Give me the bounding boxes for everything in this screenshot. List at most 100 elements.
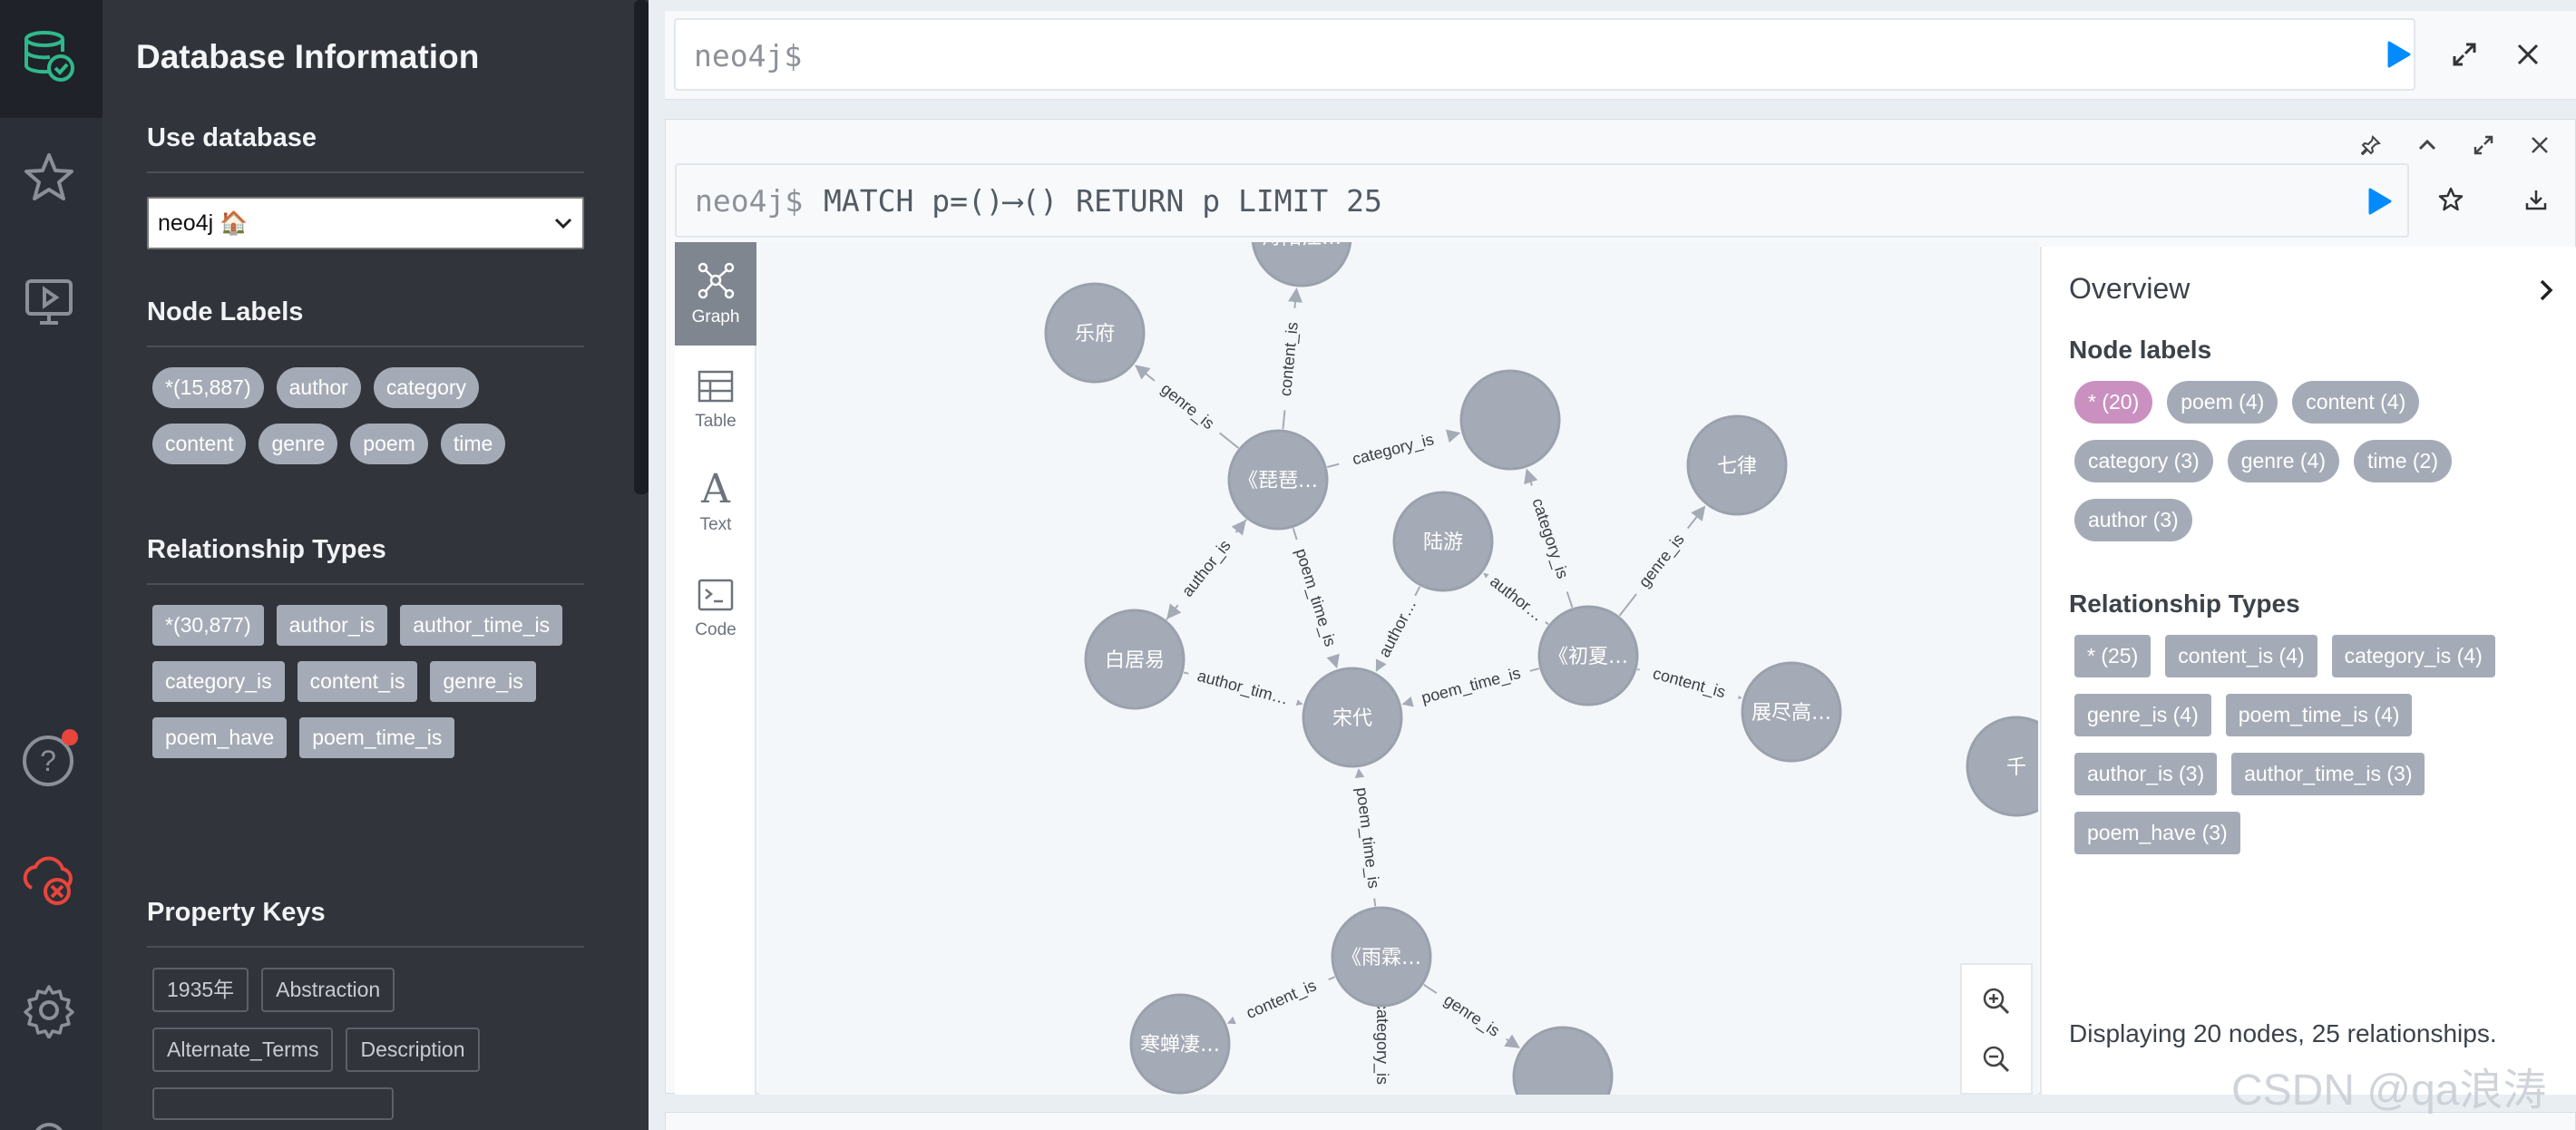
node-label-chip[interactable]: genre	[259, 424, 338, 464]
node-label-chip[interactable]: author	[276, 367, 361, 408]
graph-node-circle[interactable]	[1331, 906, 1432, 1008]
graph-node-circle[interactable]	[1251, 242, 1352, 287]
property-key-chip[interactable]: 1935年	[152, 968, 249, 1012]
frame-query-input[interactable]: neo4j$ MATCH p=()⟶() RETURN p LIMIT 25	[675, 163, 2409, 238]
graph-edge[interactable]: author…	[1481, 567, 1553, 629]
property-key-chip[interactable]: Alternate_Terms	[152, 1028, 334, 1072]
collapse-frame-button[interactable]	[2409, 127, 2445, 163]
sidebar-scrollbar[interactable]	[634, 0, 649, 494]
graph-edge[interactable]: category_is	[1372, 987, 1392, 1095]
connection-error-icon[interactable]	[16, 849, 82, 914]
graph-node-circle[interactable]	[1227, 429, 1329, 531]
run-query-button[interactable]	[2381, 36, 2417, 73]
overview-node-label-chip[interactable]: * (20)	[2074, 381, 2153, 424]
star-icon[interactable]	[16, 145, 82, 210]
maximize-frame-button[interactable]	[2465, 127, 2502, 163]
help-icon[interactable]: ?	[16, 726, 82, 791]
graph-edge[interactable]: content_is	[1636, 659, 1742, 706]
graph-node[interactable]: 展尽高…	[1741, 661, 1842, 763]
zoom-in-button[interactable]	[1978, 983, 2015, 1019]
graph-node[interactable]	[1512, 1026, 1614, 1095]
node-label-chip[interactable]: content	[152, 424, 247, 464]
graph-node[interactable]: 《雨霖…	[1331, 906, 1432, 1008]
property-key-chip[interactable]: Description	[346, 1028, 480, 1072]
zoom-out-button[interactable]	[1978, 1041, 2015, 1077]
relationship-type-chip[interactable]: category_is	[152, 661, 285, 702]
fullscreen-editor-button[interactable]	[2443, 33, 2486, 76]
relationship-type-chip[interactable]: author_time_is	[400, 605, 563, 646]
overview-relationship-chip[interactable]: author_time_is (3)	[2231, 753, 2425, 795]
rerun-query-button[interactable]	[2362, 183, 2398, 219]
collapse-overview-button[interactable]	[2528, 272, 2564, 308]
graph-node[interactable]: 寒蝉凄…	[1129, 993, 1231, 1095]
overview-relationship-chip[interactable]: genre_is (4)	[2074, 694, 2211, 736]
overview-relationship-chip[interactable]: author_is (3)	[2074, 753, 2218, 795]
overview-relationship-chip[interactable]: content_is (4)	[2165, 635, 2317, 677]
graph-edge[interactable]: poem_time_is	[1351, 767, 1386, 907]
export-button[interactable]	[2516, 180, 2556, 219]
relationship-type-chip[interactable]: author_is	[276, 605, 388, 646]
graph-edge[interactable]: category_is	[1326, 425, 1461, 473]
node-label-chip[interactable]: poem	[350, 424, 428, 464]
graph-node-circle[interactable]	[1084, 609, 1186, 710]
graph-edge[interactable]: author_tim…	[1183, 663, 1303, 712]
overview-node-label-chip[interactable]: author (3)	[2074, 499, 2192, 541]
node-label-chip[interactable]: time	[440, 424, 506, 464]
overview-relationship-chip[interactable]: * (25)	[2074, 635, 2152, 677]
guide-play-icon[interactable]	[16, 268, 82, 334]
overview-relationship-chip[interactable]: poem_time_is (4)	[2225, 694, 2413, 736]
graph-node-circle[interactable]	[1129, 993, 1231, 1095]
graph-node[interactable]: 乐府	[1044, 282, 1146, 384]
graph-node-circle[interactable]	[1392, 491, 1494, 592]
overview-node-label-chip[interactable]: genre (4)	[2227, 440, 2340, 482]
graph-node-circle[interactable]	[1044, 282, 1146, 384]
settings-gear-icon[interactable]	[16, 978, 82, 1043]
graph-node[interactable]: 千	[1966, 716, 2038, 817]
node-label-chip[interactable]: category	[373, 367, 480, 408]
overview-node-label-chip[interactable]: category (3)	[2074, 440, 2213, 482]
node-label-chip[interactable]: *(15,887)	[152, 367, 264, 408]
graph-node[interactable]: 浔阳江…	[1251, 242, 1352, 287]
relationship-type-chip[interactable]: genre_is	[430, 661, 536, 702]
graph-edge[interactable]: content_is	[1273, 287, 1304, 430]
favorite-query-button[interactable]	[2431, 180, 2471, 219]
graph-node[interactable]: 陆游	[1392, 491, 1494, 592]
graph-node-circle[interactable]	[1302, 667, 1403, 768]
graph-edge[interactable]: content_is	[1226, 969, 1335, 1029]
database-icon[interactable]	[16, 24, 82, 89]
relationship-type-chip[interactable]: poem_have	[152, 717, 288, 758]
graph-node[interactable]: 七律	[1686, 414, 1788, 516]
tab-graph[interactable]: Graph	[675, 242, 756, 346]
graph-node[interactable]: 《初夏…	[1537, 605, 1639, 706]
graph-node[interactable]: 白居易	[1084, 609, 1186, 710]
graph-node[interactable]: 宋代	[1302, 667, 1403, 768]
graph-canvas[interactable]: content_isgenre_iscategory_ispoem_haveau…	[759, 242, 2038, 1095]
query-editor-input[interactable]: neo4j$	[674, 18, 2415, 91]
pin-frame-button[interactable]	[2353, 127, 2389, 163]
graph-node-circle[interactable]	[1686, 414, 1788, 516]
graph-node-circle[interactable]	[1741, 661, 1842, 763]
graph-edge[interactable]: genre_is	[1134, 365, 1239, 449]
graph-node-circle[interactable]	[1512, 1026, 1614, 1095]
relationship-type-chip[interactable]: content_is	[297, 661, 418, 702]
overview-node-label-chip[interactable]: time (2)	[2354, 440, 2452, 482]
property-key-chip-partial[interactable]	[152, 1087, 394, 1120]
relationship-type-chip[interactable]: poem_time_is	[299, 717, 455, 758]
database-select[interactable]: neo4j 🏠	[147, 197, 584, 249]
graph-node[interactable]	[1459, 369, 1561, 471]
graph-edge[interactable]: author_is	[1166, 519, 1247, 619]
graph-svg[interactable]: content_isgenre_iscategory_ispoem_haveau…	[759, 242, 2038, 1095]
overview-node-label-chip[interactable]: poem (4)	[2167, 381, 2278, 424]
tab-code[interactable]: Code	[675, 558, 756, 661]
graph-node[interactable]: 《琵琶…	[1227, 429, 1329, 531]
tab-text[interactable]: A Text	[675, 451, 756, 554]
graph-edge[interactable]: genre_is	[1423, 984, 1520, 1048]
property-key-chip[interactable]: Abstraction	[261, 968, 395, 1012]
rail-database-tab[interactable]	[0, 0, 102, 118]
graph-node-circle[interactable]	[1537, 605, 1639, 706]
graph-edge[interactable]: poem_time_is	[1401, 660, 1540, 711]
tab-table[interactable]: Table	[675, 349, 756, 453]
overview-relationship-chip[interactable]: poem_have (3)	[2074, 812, 2240, 854]
about-icon[interactable]	[16, 1097, 82, 1130]
graph-edge[interactable]: category_is	[1523, 468, 1578, 609]
